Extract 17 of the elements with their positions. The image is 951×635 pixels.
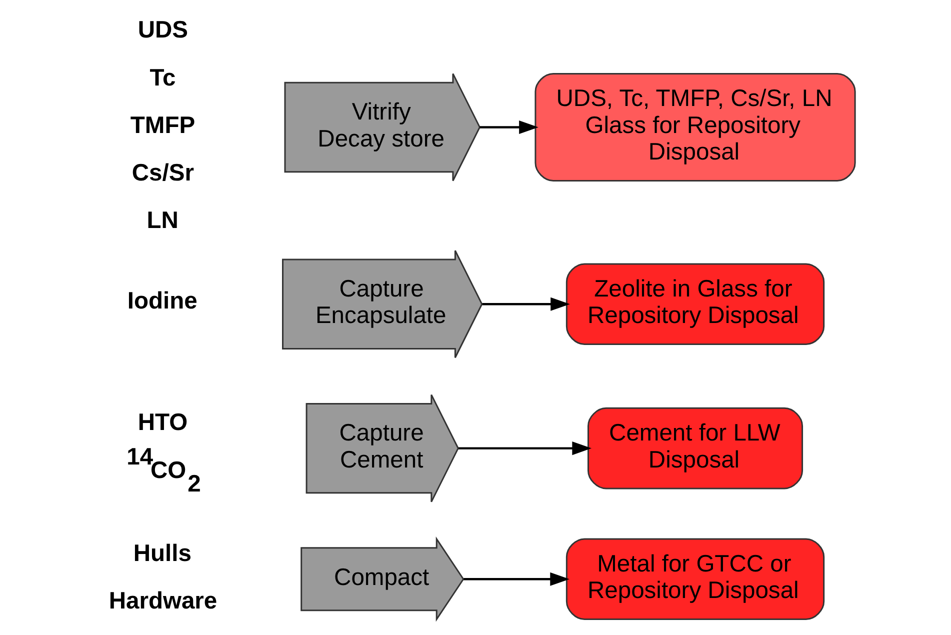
arrow — [458, 442, 592, 456]
node-box: Zeolite in Glass for Repository Disposal — [565, 263, 824, 345]
node-label: UDS — [137, 16, 188, 44]
arrow — [463, 572, 569, 586]
node-label: Hardware — [108, 588, 217, 615]
node-label: LN — [146, 207, 178, 234]
node-label: TMFP — [130, 112, 195, 139]
arrow — [482, 297, 570, 311]
node-label: Tc — [149, 64, 176, 92]
node-box: UDS, Tc, TMFP, Cs/Sr, LN Glass for Repository Disposal — [534, 72, 856, 182]
node-label: Hulls — [132, 540, 191, 567]
node-label: Iodine — [126, 287, 197, 314]
node-box: Cement for LLW Disposal — [586, 407, 803, 490]
arrow — [479, 120, 538, 134]
node-box: Metal for GTCC or Repository Disposal — [565, 538, 824, 620]
node-label: Cs/Sr — [131, 159, 194, 186]
node-label: HTO — [137, 409, 188, 436]
